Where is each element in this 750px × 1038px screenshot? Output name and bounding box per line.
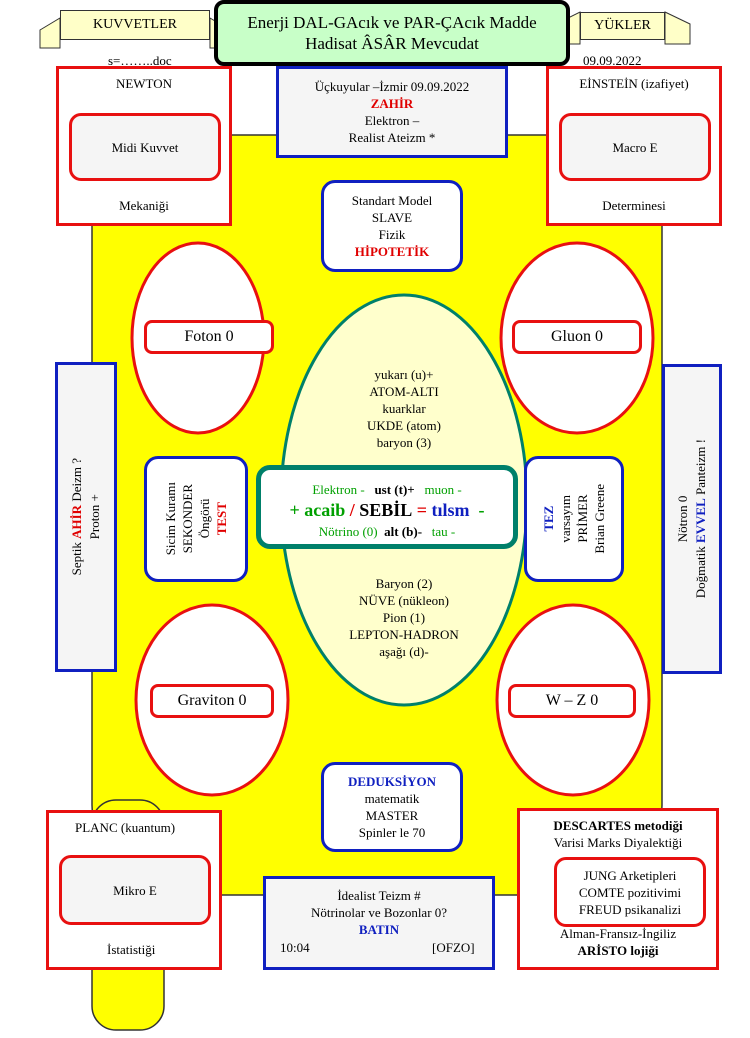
zahir-box: Üçkuyular –İzmir 09.09.2022 ZAHİR Elektr… (276, 66, 508, 158)
kuvvetler-label: KUVVETLER (93, 17, 177, 32)
foton-label: Foton 0 (144, 320, 274, 354)
notron-box: Nötron 0 Doğmatik EVVEL Panteizm ! (662, 364, 722, 674)
gluon-label: Gluon 0 (512, 320, 642, 354)
batin-box: İdealist Teizm # Nötrinolar ve Bozonlar … (263, 876, 495, 970)
planc-inner: Mikro E (59, 855, 211, 925)
center-upper-text: yukarı (u)+ ATOM-ALTI kuarklar UKDE (ato… (366, 367, 441, 450)
tez-box: TEZ varsayım PRİMER Brian Greene (524, 456, 624, 582)
planc-box: PLANC (kuantum) Mikro E İstatistiği (46, 810, 222, 970)
einstein-inner: Macro E (559, 113, 711, 181)
code-label: [OFZO] (432, 940, 475, 955)
deduksiyon-box: DEDUKSİYON matematik MASTER Spinler le 7… (321, 762, 463, 852)
einstein-box: EİNSTEİN (izafiyet) Macro E Determinesi (546, 66, 722, 226)
date-right: 09.09.2022 (583, 53, 642, 68)
sicim-box: Sicim Kuramı SEKONDER Öngörü TEST (144, 456, 248, 582)
center-box: Elektron - ust (t)+ muon - + acaib / SEB… (256, 465, 518, 549)
septik-box: Septik AHİR Deizm ? Proton + (55, 362, 117, 672)
file-name: s=……..doc (108, 53, 172, 68)
yukler-label: YÜKLER (594, 18, 651, 33)
wz-label: W – Z 0 (508, 684, 636, 718)
graviton-label: Graviton 0 (150, 684, 274, 718)
page-title: Enerji DAL-GAcık ve PAR-ÇAcık Madde Hadi… (214, 0, 570, 66)
yukler-ribbon: YÜKLER (580, 12, 665, 40)
newton-box: NEWTON Midi Kuvvet Mekaniği (56, 66, 232, 226)
center-lower-text: Baryon (2) NÜVE (nükleon) Pion (1) LEPTO… (349, 576, 459, 659)
descartes-box: DESCARTES metodiği Varisi Marks Diyalekt… (517, 808, 719, 970)
descartes-inner: JUNG Arketipleri COMTE pozitivimi FREUD … (554, 857, 706, 927)
kuvvetler-ribbon: KUVVETLER (60, 10, 210, 40)
time-label: 10:04 (280, 940, 310, 955)
standard-model-box: Standart Model SLAVE Fizik HİPOTETİK (321, 180, 463, 272)
newton-inner: Midi Kuvvet (69, 113, 221, 181)
